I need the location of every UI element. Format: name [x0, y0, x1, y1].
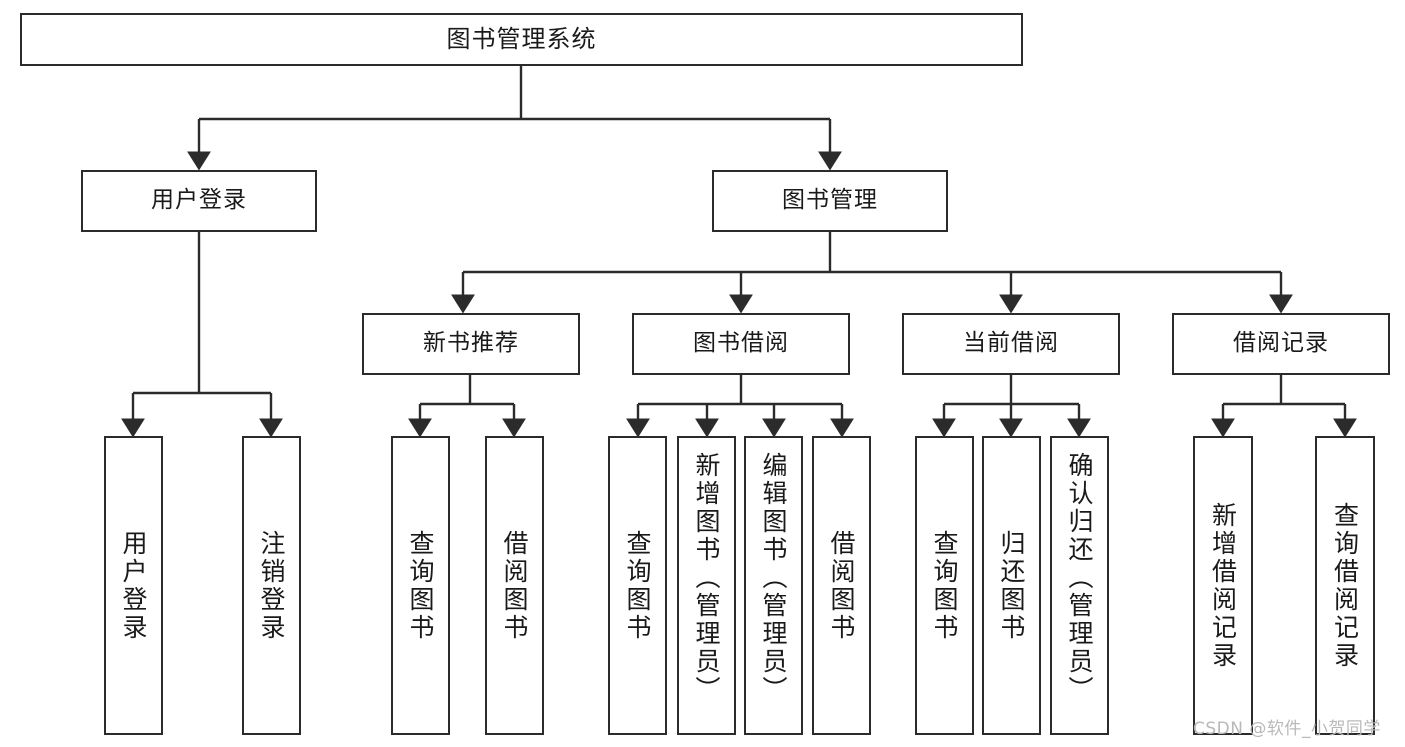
leaf-borrow-edit-book-admin[interactable]: 编辑图书（管理员）	[744, 436, 803, 735]
node-book-management[interactable]: 图书管理	[712, 170, 948, 232]
node-label: 新增借阅记录	[1208, 501, 1238, 670]
node-label: 新书推荐	[423, 330, 519, 357]
node-root-book-management-system[interactable]: 图书管理系统	[20, 13, 1023, 66]
leaf-user-login[interactable]: 用户登录	[104, 436, 163, 735]
leaf-record-add-borrow-record[interactable]: 新增借阅记录	[1193, 436, 1253, 735]
node-label: 确认归还（管理员）	[1065, 452, 1094, 704]
node-label: 用户登录	[119, 529, 148, 642]
leaf-current-return-book[interactable]: 归还图书	[982, 436, 1041, 735]
node-label: 当前借阅	[963, 330, 1059, 357]
node-label: 新增图书（管理员）	[692, 452, 721, 704]
node-user-login[interactable]: 用户登录	[81, 170, 317, 232]
leaf-current-query-book[interactable]: 查询图书	[915, 436, 974, 735]
node-label: 借阅图书	[500, 529, 529, 642]
leaf-logout[interactable]: 注销登录	[242, 436, 301, 735]
node-label: 归还图书	[997, 529, 1026, 642]
node-label: 查询图书	[406, 529, 435, 642]
node-label: 图书管理系统	[446, 25, 597, 54]
leaf-recommend-query-book[interactable]: 查询图书	[391, 436, 450, 735]
leaf-record-query-borrow-record[interactable]: 查询借阅记录	[1315, 436, 1375, 735]
node-label: 借阅记录	[1233, 330, 1329, 357]
leaf-recommend-borrow-book[interactable]: 借阅图书	[485, 436, 544, 735]
node-label: 图书借阅	[693, 330, 789, 357]
node-label: 用户登录	[151, 187, 247, 214]
leaf-borrow-add-book-admin[interactable]: 新增图书（管理员）	[677, 436, 736, 735]
leaf-current-confirm-return-admin[interactable]: 确认归还（管理员）	[1050, 436, 1109, 735]
watermark: CSDN @软件_小贺同学	[1193, 719, 1381, 739]
node-label: 借阅图书	[827, 529, 856, 642]
node-current-borrow[interactable]: 当前借阅	[902, 313, 1120, 375]
node-new-book-recommend[interactable]: 新书推荐	[362, 313, 580, 375]
node-book-borrow[interactable]: 图书借阅	[632, 313, 850, 375]
node-borrow-record[interactable]: 借阅记录	[1172, 313, 1390, 375]
leaf-borrow-borrow-book[interactable]: 借阅图书	[812, 436, 871, 735]
node-label: 查询图书	[623, 529, 652, 642]
node-label: 注销登录	[257, 529, 286, 642]
node-label: 查询图书	[930, 529, 959, 642]
node-label: 查询借阅记录	[1330, 501, 1360, 670]
node-label: 图书管理	[782, 187, 878, 214]
leaf-borrow-query-book[interactable]: 查询图书	[608, 436, 667, 735]
node-label: 编辑图书（管理员）	[759, 452, 788, 704]
